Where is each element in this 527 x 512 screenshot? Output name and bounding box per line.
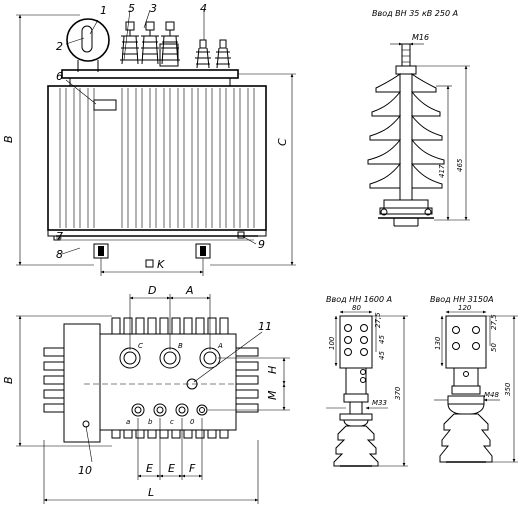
lv3150-dim-27-5: 27,5 [490,314,498,330]
svg-text:C: C [138,342,143,350]
dim-B-top: B [2,376,15,384]
lv1600-dim-45a: 45 [378,335,386,344]
dim-M: M [266,390,279,400]
lv3150-thread: M48 [484,391,499,399]
dim-D: D [148,284,156,297]
callout-8: 8 [56,248,63,261]
lv-bushing-1600-detail: Ввод НН 1600 А 80 27,5 45 100 45 M33 [326,295,408,467]
conservator [66,18,110,62]
callout-9: 9 [258,238,265,251]
hv-bushings-front [120,21,231,69]
lv1600-dim-80: 80 [352,304,361,312]
svg-text:B: B [178,342,183,350]
dim-L: L [148,486,154,499]
dim-B-front: B [2,135,15,143]
svg-text:0: 0 [190,418,195,426]
svg-text:a: a [126,418,130,426]
dim-K: K [157,258,165,271]
front-view: B C K 1 2 3 4 5 6 7 8 9 [2,2,296,276]
callout-10: 10 [78,464,92,477]
hv-bushing-title: Ввод ВН 35 кВ 250 А [372,9,458,18]
dim-C: C [276,138,289,146]
lv1600-dim-45b: 45 [378,351,386,360]
wheel-left [93,243,109,259]
callout-1: 1 [100,4,107,17]
dim-A: A [185,284,194,297]
dim-E-1: E [146,462,153,475]
tank-cover [61,69,239,79]
lv3150-dim-50: 50 [490,343,498,352]
callout-11: 11 [258,320,272,333]
nameplate [93,99,117,111]
lv1600-dim-100: 100 [328,336,336,350]
hv-bushing-detail: Ввод ВН 35 кВ 250 А M16 417 465 [367,9,470,227]
lv1600-thread: M33 [372,399,387,407]
callout-6: 6 [56,70,63,83]
lv3150-dim-120: 120 [458,304,472,312]
svg-text:c: c [170,418,174,426]
lv-bushing-3150-detail: Ввод НН 3150А 120 27,5 130 50 M48 350 [430,295,518,463]
lv1600-dim-370: 370 [394,386,402,400]
callout-7: 7 [56,230,63,243]
hv-dim-465: 465 [456,158,464,172]
svg-text:A: A [217,342,223,350]
lv-bushings-top: a b c 0 [126,403,208,426]
lv1600-dim-27-5: 27,5 [374,312,382,328]
callout-2: 2 [56,40,63,53]
lv3150-dim-350: 350 [504,382,512,396]
svg-text:b: b [148,418,153,426]
lv3150-dim-130: 130 [434,336,442,350]
lv1600-title: Ввод НН 1600 А [326,295,392,304]
dim-H: H [266,366,279,374]
top-view: C B A a b c 0 D A [2,284,290,504]
hv-thread: M16 [412,33,429,42]
tank-fins [59,88,255,228]
dim-F: F [189,462,196,475]
wheel-right [195,243,211,259]
conservator-top [63,323,101,443]
callout-5: 5 [128,2,135,15]
hv-dim-417: 417 [438,164,446,178]
callout-4: 4 [200,2,207,15]
dim-E-2: E [168,462,175,475]
lv3150-title: Ввод НН 3150А [430,295,494,304]
callout-3: 3 [150,2,157,15]
